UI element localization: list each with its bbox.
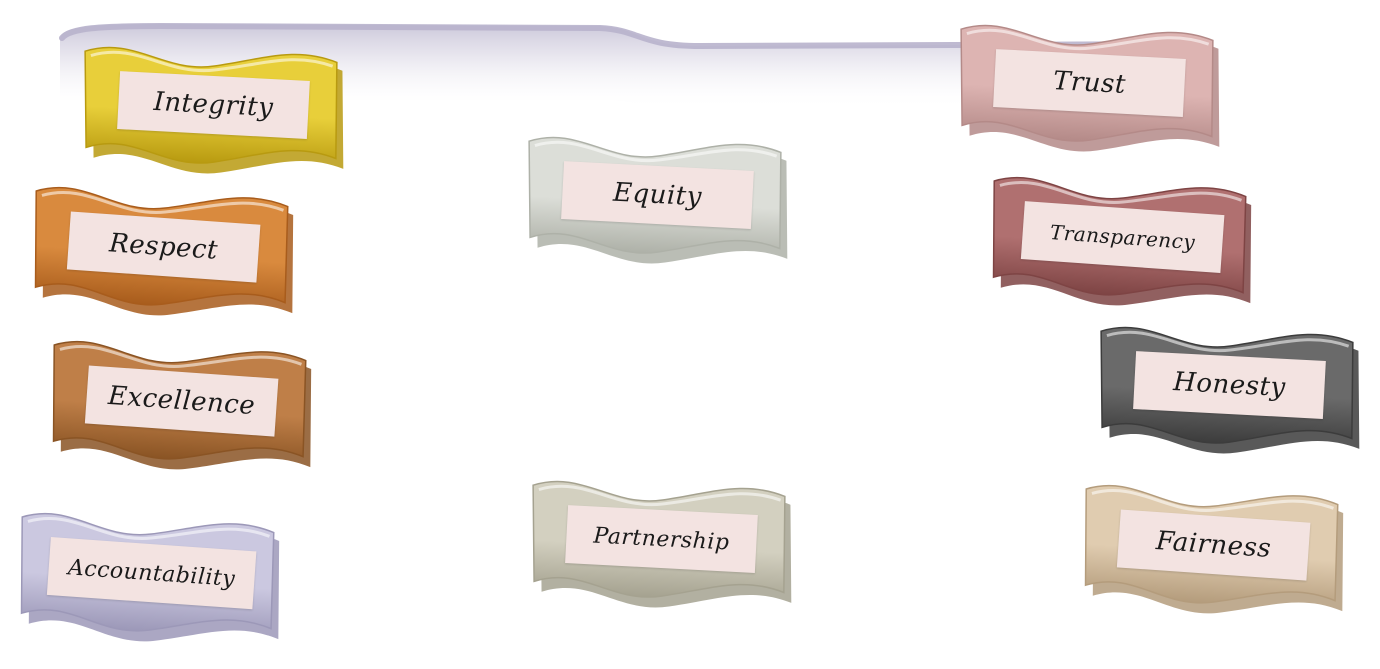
- value-flag-integrity: Integrity: [75, 37, 352, 191]
- value-flag-equity: Equity: [519, 127, 796, 281]
- value-label-honesty: Honesty: [1133, 351, 1326, 419]
- flag-highlight: [538, 484, 782, 507]
- value-flag-excellence: Excellence: [41, 331, 320, 489]
- flag-highlight: [41, 191, 285, 214]
- value-label-integrity: Integrity: [117, 71, 310, 139]
- value-flag-transparency: Transparency: [981, 167, 1260, 325]
- flag-highlight: [999, 181, 1243, 204]
- value-label-equity: Equity: [561, 161, 754, 229]
- flag-highlight: [59, 345, 303, 368]
- value-label-trust: Trust: [993, 49, 1186, 117]
- value-flag-trust: Trust: [951, 15, 1228, 169]
- connector-band: [59, 22, 1200, 110]
- value-flag-respect: Respect: [23, 177, 302, 335]
- flag-highlight: [27, 517, 271, 540]
- flag-highlight: [534, 140, 778, 163]
- flag-highlight: [90, 50, 334, 73]
- flag-highlight: [1091, 489, 1335, 512]
- value-flag-partnership: Partnership: [523, 471, 800, 625]
- value-flag-honesty: Honesty: [1091, 317, 1368, 471]
- value-label-partnership: Partnership: [565, 505, 758, 573]
- value-flag-accountability: Accountability: [9, 503, 288, 661]
- value-flag-fairness: Fairness: [1073, 475, 1352, 633]
- flag-highlight: [966, 28, 1210, 51]
- flag-highlight: [1106, 330, 1350, 353]
